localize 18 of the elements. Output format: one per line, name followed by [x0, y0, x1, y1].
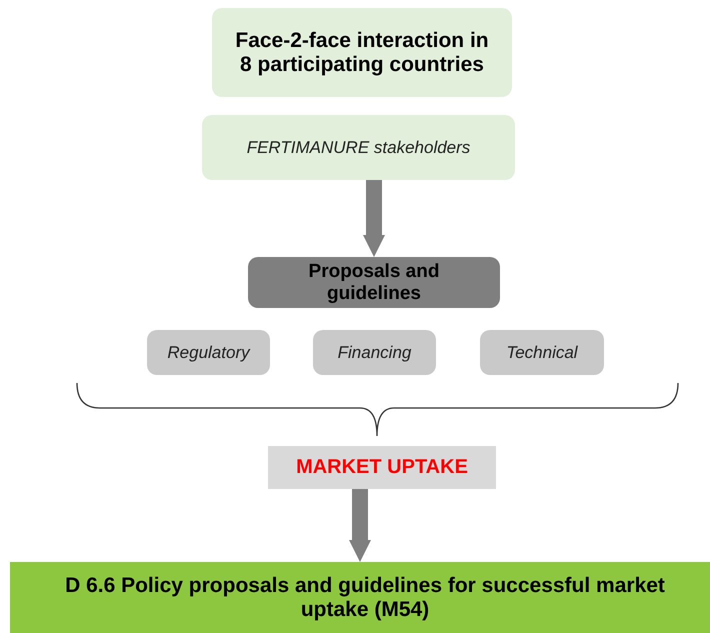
box-label: FERTIMANURE stakeholders: [246, 138, 470, 158]
outcome-box: [268, 446, 496, 489]
box-label: Financing: [338, 342, 412, 362]
box-label: Regulatory: [167, 342, 250, 362]
box-label: MARKET UPTAKE: [296, 456, 468, 479]
box-label: Face-2-face interaction in 8 participating countries: [234, 28, 490, 76]
category-box: [480, 330, 604, 375]
category-box: [147, 330, 270, 375]
box-label: Technical: [506, 342, 578, 362]
box-label: D 6.6 Policy proposals and guidelines for successful market uptake (M54): [64, 574, 666, 622]
deliverable-box: [10, 562, 710, 633]
block-arrow: [349, 489, 371, 562]
heading-box: [248, 257, 500, 308]
box-label: Proposals and guidelines: [308, 260, 440, 304]
category-box: [313, 330, 436, 375]
block-arrow: [363, 180, 385, 257]
process-box: [202, 115, 515, 180]
process-box: [212, 8, 512, 97]
